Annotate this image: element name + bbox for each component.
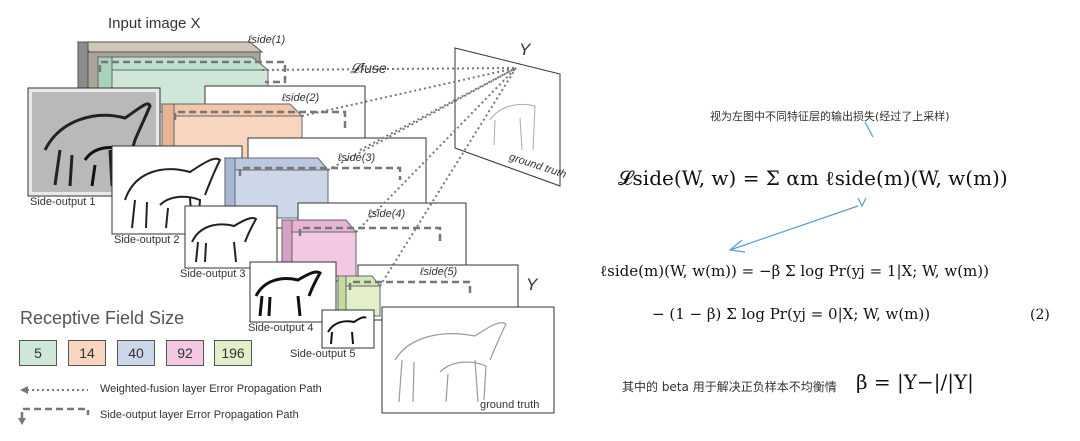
beta-formula: β = |Y−|/|Y| [856,370,974,394]
side-loss-1-label: ℓside(1) [248,34,286,46]
side-output-5-image [321,309,375,349]
receptive-field-40: 40 [117,340,155,366]
input-image-label: Input image X [108,15,201,32]
equation-side-loss-expanded-line2: − (1 − β) Σ log Pr(yj = 0|X; W, w(m)) [652,305,931,323]
side-output-2-label: Side-output 2 [114,234,180,246]
side-output-3-label: Side-output 3 [180,268,246,280]
feature-loss-annotation: 视为左图中不同特征层的输出损失(经过了上采样) [710,110,950,123]
side-output-paths [98,60,472,294]
legend-lines [18,386,90,425]
ground-truth-top-image [454,47,561,187]
receptive-field-14: 14 [68,340,106,366]
receptive-field-196: 196 [214,340,252,366]
ground-truth-bottom-caption: ground truth [480,399,540,411]
receptive-field-92: 92 [166,340,204,366]
weighted-fusion-paths [261,67,517,287]
annotation-arrows [728,121,874,253]
side-output-1-label: Side-output 1 [30,196,96,208]
side-loss-2-label: ℓside(2) [282,92,320,104]
equation-number: (2) [1030,307,1050,323]
receptive-field-5: 5 [19,340,57,366]
ground-truth-top-y-label: Y [519,40,531,59]
fuse-loss-label: 𝓛fuse [350,60,387,76]
side-loss-5-label: ℓside(5) [420,266,458,278]
receptive-field-title: Receptive Field Size [20,308,185,328]
side-path-legend-label: Side-output layer Error Propagation Path [100,409,299,421]
weighted-path-legend-label: Weighted-fusion layer Error Propagation … [100,383,322,395]
side-output-5-label: Side-output 5 [290,348,356,360]
equation-side-loss: 𝓛side(W, w) = Σ αm ℓside(m)(W, w(m)) [618,166,1008,190]
equation-side-loss-expanded-line1: ℓside(m)(W, w(m)) = −β Σ log Pr(yj = 1|X… [600,262,989,280]
side-output-3-image [184,205,278,269]
side-output-4-label: Side-output 4 [248,322,314,334]
side-loss-3-label: ℓside(3) [338,152,376,164]
beta-note: 其中的 beta 用于解决正负样本不均衡情 [622,380,837,394]
ground-truth-bottom-image [381,306,555,414]
ground-truth-bottom-y-label: Y [526,275,538,294]
side-loss-4-label: ℓside(4) [368,208,406,220]
